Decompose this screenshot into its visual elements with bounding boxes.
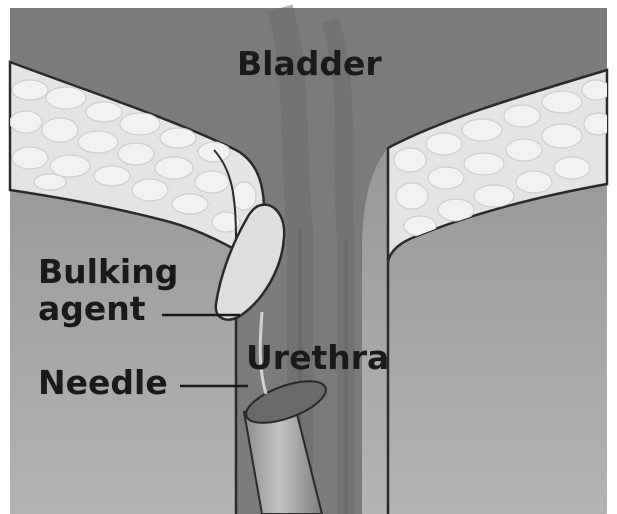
bulking-agent-label: Bulking agent <box>38 253 178 327</box>
bulking-agent-label-line2: agent <box>38 290 178 327</box>
bulking-agent-label-line1: Bulking <box>38 253 178 290</box>
needle-label: Needle <box>38 365 168 401</box>
bladder-label: Bladder <box>237 46 382 82</box>
urethra-label: Urethra <box>246 340 389 376</box>
